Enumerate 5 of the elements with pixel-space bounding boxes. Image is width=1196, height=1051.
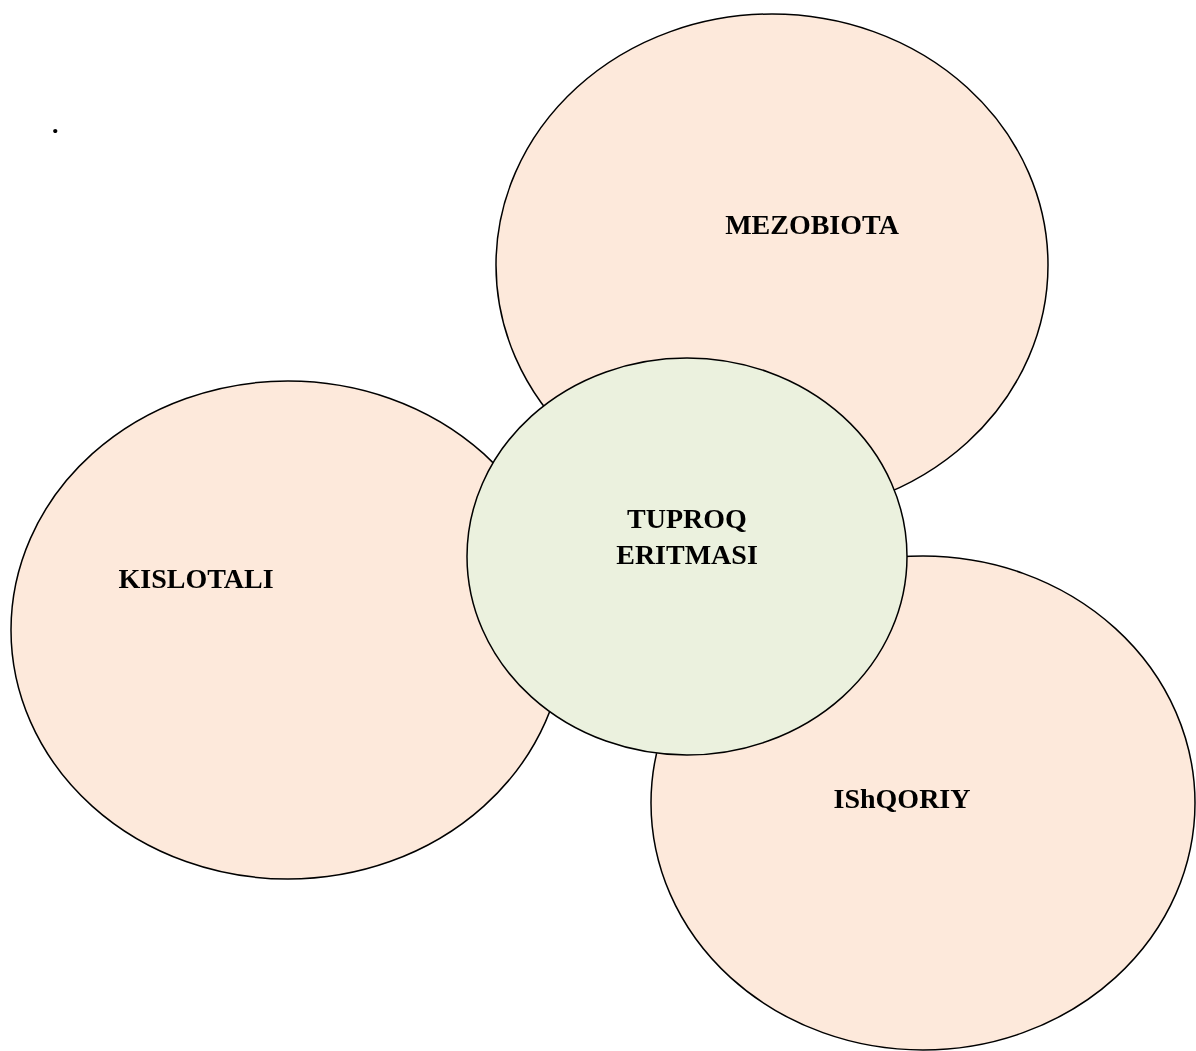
dot-mark: . xyxy=(52,112,59,138)
node-label: TUPROQ ERITMASI xyxy=(615,502,759,572)
node-label: MEZOBIOTA xyxy=(724,208,900,242)
node-label: IShQORIY xyxy=(832,782,972,816)
node-label: KISLOTALI xyxy=(117,562,275,596)
